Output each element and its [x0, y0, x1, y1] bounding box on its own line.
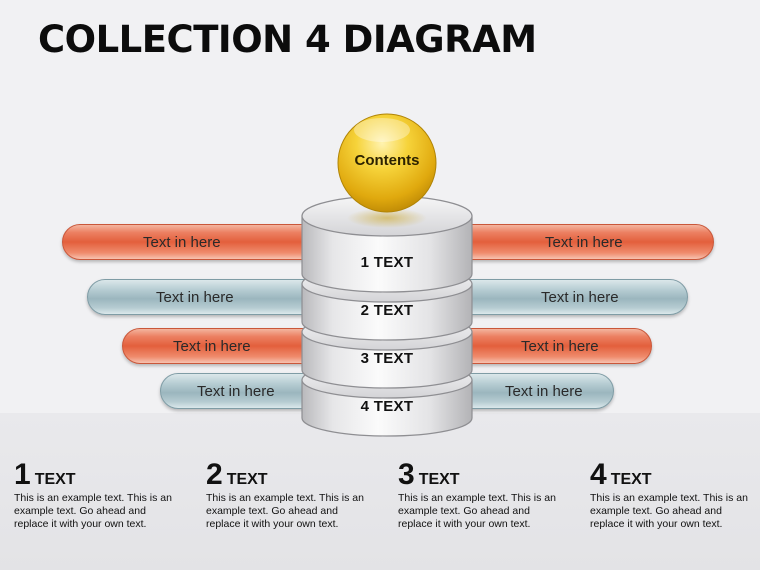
column-4-number: 4 [590, 458, 607, 491]
segment-4-label: 4 TEXT [360, 398, 414, 415]
column-1-body: This is an example text. This is an exam… [14, 492, 172, 530]
left-bar-3: Text in here [122, 328, 322, 364]
right-bar-1-label: Text in here [545, 233, 623, 251]
segment-1-label: 1 TEXT [360, 254, 414, 271]
right-bar-3: Text in here [452, 328, 652, 364]
right-bar-2: Text in here [452, 279, 688, 315]
bottom-band [0, 413, 760, 570]
column-4-body: This is an example text. This is an exam… [590, 492, 748, 530]
column-1-number: 1 [14, 458, 31, 491]
column-2-body: This is an example text. This is an exam… [206, 492, 364, 530]
contents-label: Contents [354, 152, 420, 169]
column-4-heading: TEXT [610, 471, 652, 488]
left-bar-4: Text in here [160, 373, 322, 409]
left-bar-2: Text in here [87, 279, 322, 315]
right-bar-2-label: Text in here [541, 288, 619, 306]
right-bar-4: Text in here [452, 373, 614, 409]
column-1-heading: TEXT [34, 471, 76, 488]
column-2-heading: TEXT [226, 471, 268, 488]
ball-shadow [347, 208, 427, 228]
column-3-number: 3 [398, 458, 415, 491]
segment-3-label: 3 TEXT [360, 350, 414, 367]
page-title: COLLECTION 4 DIAGRAM [38, 18, 537, 61]
column-3-heading: TEXT [418, 471, 460, 488]
column-3-body: This is an example text. This is an exam… [398, 492, 556, 530]
left-bar-2-label: Text in here [156, 288, 234, 306]
column-2-number: 2 [206, 458, 223, 491]
right-bar-1: Text in here [452, 224, 714, 260]
left-bar-1-label: Text in here [143, 233, 221, 251]
left-bar-1: Text in here [62, 224, 322, 260]
left-bar-4-label: Text in here [197, 382, 275, 400]
segment-2-label: 2 TEXT [360, 302, 414, 319]
right-bar-3-label: Text in here [521, 337, 599, 355]
left-bar-3-label: Text in here [173, 337, 251, 355]
contents-ball [337, 113, 437, 213]
right-bar-4-label: Text in here [505, 382, 583, 400]
